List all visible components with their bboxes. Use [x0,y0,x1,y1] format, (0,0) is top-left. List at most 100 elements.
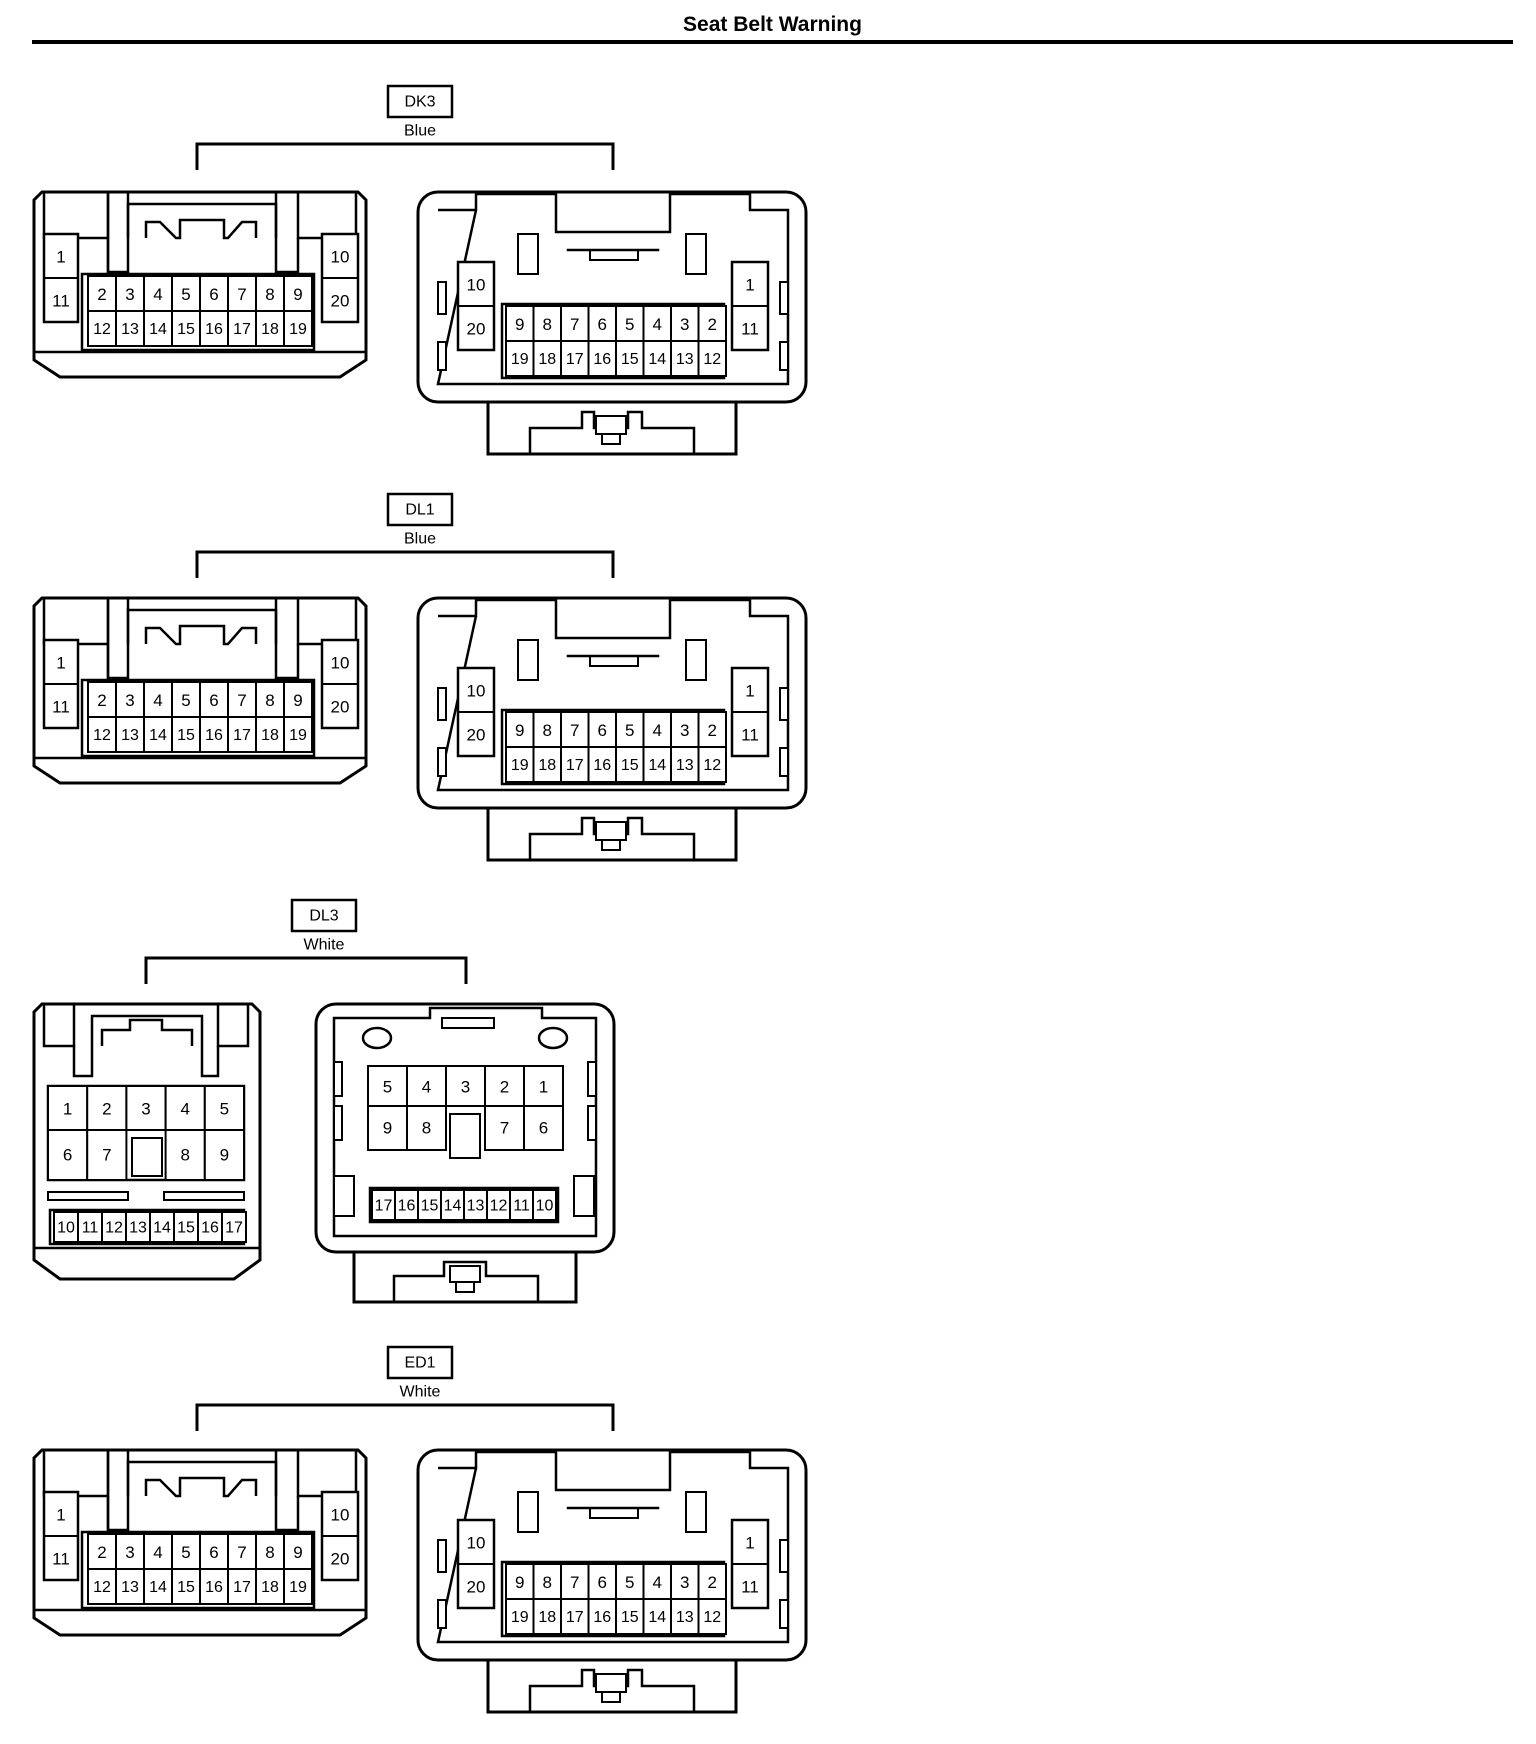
pin-number: 5 [625,315,634,334]
pin-number: 17 [566,351,584,368]
latch-frame [274,1496,300,1532]
pin-number: 18 [538,351,556,368]
pin-number: 3 [141,1100,150,1119]
pin-cell [697,1563,727,1600]
connector-shroud [436,192,790,386]
pin-cell [143,310,173,347]
connector-bracket [195,550,615,578]
pin-number: 7 [237,285,246,304]
connector-bracket [195,1403,615,1431]
pin-number: 18 [261,1579,279,1596]
pin-cell [560,746,590,783]
guide-hole [361,1026,393,1050]
pin-number: 13 [121,321,139,338]
pin-number: 18 [261,321,279,338]
pin-number: 8 [265,285,274,304]
pin-number: 9 [220,1146,229,1165]
pin-cell [203,1085,246,1131]
pin-cell [697,305,727,342]
side-key [779,341,789,371]
pin-number: 2 [97,285,106,304]
pin-cell [171,716,201,753]
pin-number: 19 [511,1609,529,1626]
pin-number: 3 [461,1078,470,1097]
pin-cell [615,746,645,783]
pin-number: 10 [467,276,486,295]
connector-color: Blue [404,123,436,140]
latch-frame [42,1450,110,1498]
pin-number: 1 [56,654,65,673]
pin-cell [143,275,173,312]
rib-bar [163,1191,245,1201]
guide-rib [517,233,539,275]
pin-number: 1 [745,1534,754,1553]
side-key [333,1175,355,1217]
pin-number: 20 [467,320,486,339]
pin-number: 13 [467,1198,485,1215]
key-slot [449,1113,481,1159]
pin-number: 5 [383,1078,392,1097]
lock-tab [392,1260,540,1302]
pin-cell [587,1563,617,1600]
pin-number: 10 [536,1198,554,1215]
pin-number: 2 [97,1543,106,1562]
pin-number: 10 [467,1534,486,1553]
pin-cell [115,716,145,753]
pin-cell [173,1211,199,1243]
pin-cell [670,746,700,783]
pin-cell [227,716,257,753]
pin-number: 15 [621,1609,639,1626]
pin-number: 7 [570,721,579,740]
latch-frame [296,598,358,646]
latch-frame [274,644,300,680]
pin-number: 18 [261,727,279,744]
pin-number: 20 [331,292,350,311]
pin-cell [87,1533,117,1570]
pin-number: 13 [676,351,694,368]
connector-body [32,596,368,785]
pin-number: 19 [511,757,529,774]
pin-cell [47,1129,89,1181]
pin-number: 8 [265,1543,274,1562]
pin-cell [221,1211,247,1243]
pin-number: 7 [570,1573,579,1592]
pin-cell [255,716,285,753]
pin-number: 18 [538,1609,556,1626]
latch-frame [106,644,130,680]
connector-code-box [290,898,358,933]
guide-rib [517,639,539,681]
pin-number: 9 [293,285,302,304]
guide-rib [685,233,707,275]
pin-number: 15 [177,321,195,338]
pin-number: 20 [467,726,486,745]
latch-frame [126,1460,278,1496]
pin-number: 17 [233,321,251,338]
pin-cell [532,305,562,342]
pin-number: 19 [511,351,529,368]
pin-number: 11 [82,1220,99,1237]
pin-number: 12 [105,1220,123,1237]
pin-number: 13 [676,1609,694,1626]
connector-bracket [195,142,615,170]
lock-tab [601,433,621,445]
pin-number: 8 [265,691,274,710]
pin-number: 5 [625,1573,634,1592]
pin-number: 9 [293,691,302,710]
pin-number: 15 [421,1198,439,1215]
pin-number: 4 [153,691,162,710]
latch-frame [296,1450,358,1498]
pin-number: 16 [205,727,223,744]
pin-number: 6 [539,1119,548,1138]
pin-number: 16 [205,1579,223,1596]
pin-number: 17 [225,1220,243,1237]
pin-number: 12 [93,1579,111,1596]
lock-notch [589,1507,639,1519]
lock-tab [595,821,627,841]
guide-rib [517,1491,539,1533]
side-key [573,1175,595,1217]
pin-number: 2 [708,1573,717,1592]
pin-number: 16 [201,1220,219,1237]
